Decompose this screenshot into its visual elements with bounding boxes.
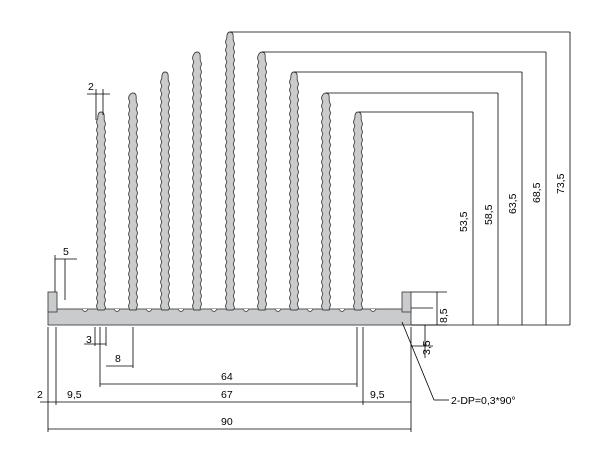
base-groove [306, 308, 314, 312]
tooth-width-label: 2 [88, 81, 94, 93]
dim-tooth-width: 2 [87, 81, 110, 120]
base-height-label: 3,5 [421, 340, 433, 355]
extension-lines [47, 327, 412, 432]
first-gap-label: 8 [115, 353, 121, 365]
dim-row-inner: 2 9,5 67 9,5 [37, 389, 411, 403]
lip-height-label: 8,5 [438, 308, 450, 323]
dim-outer-width: 90 [48, 416, 411, 430]
base-groove [338, 308, 346, 312]
base-groove [177, 308, 185, 312]
right-margin-label: 9,5 [370, 389, 385, 401]
base-groove [145, 308, 153, 312]
base-groove [369, 308, 377, 312]
fin-height-label-2: 58,5 [483, 204, 495, 225]
inner-span-label: 67 [221, 389, 233, 401]
dim-edge-lip: 5 [54, 246, 77, 300]
fin-span-label: 64 [221, 371, 233, 383]
fin-height-label-1: 53,5 [458, 211, 470, 232]
dim-base-and-gap: 3 8 [84, 334, 133, 367]
fin [159, 71, 171, 311]
fin [288, 71, 300, 311]
chamfer-callout-label: 2-DP=0,3*90° [451, 395, 516, 407]
fin [224, 31, 236, 311]
right-lip [401, 291, 412, 313]
fin [320, 92, 332, 311]
fin [352, 111, 364, 311]
left-offset-label: 2 [37, 389, 43, 401]
edge-lip-label: 5 [63, 246, 69, 258]
base-thickness-label: 3 [86, 334, 92, 346]
fin-height-label-4: 68,5 [531, 182, 543, 203]
heatsink-profile [47, 31, 412, 326]
base-groove [210, 308, 218, 312]
dim-fin-heights: 53,5 58,5 63,5 68,5 73,5 [230, 31, 571, 326]
base-groove [113, 308, 121, 312]
fin [95, 111, 107, 311]
fins [81, 31, 377, 312]
fin-height-label-5: 73,5 [555, 173, 567, 194]
left-margin-label: 9,5 [67, 389, 82, 401]
left-lip [47, 291, 58, 313]
chamfer-callout: 2-DP=0,3*90° [401, 321, 516, 407]
dim-fin-span: 64 [100, 371, 357, 385]
fin-height-label-3: 63,5 [507, 193, 519, 214]
outer-width-label: 90 [221, 416, 233, 428]
base-groove [242, 308, 250, 312]
base-groove [274, 308, 282, 312]
base-plate [47, 308, 412, 326]
fin [127, 92, 139, 311]
fin [256, 51, 268, 311]
fin [191, 51, 203, 311]
base-groove [81, 308, 89, 312]
